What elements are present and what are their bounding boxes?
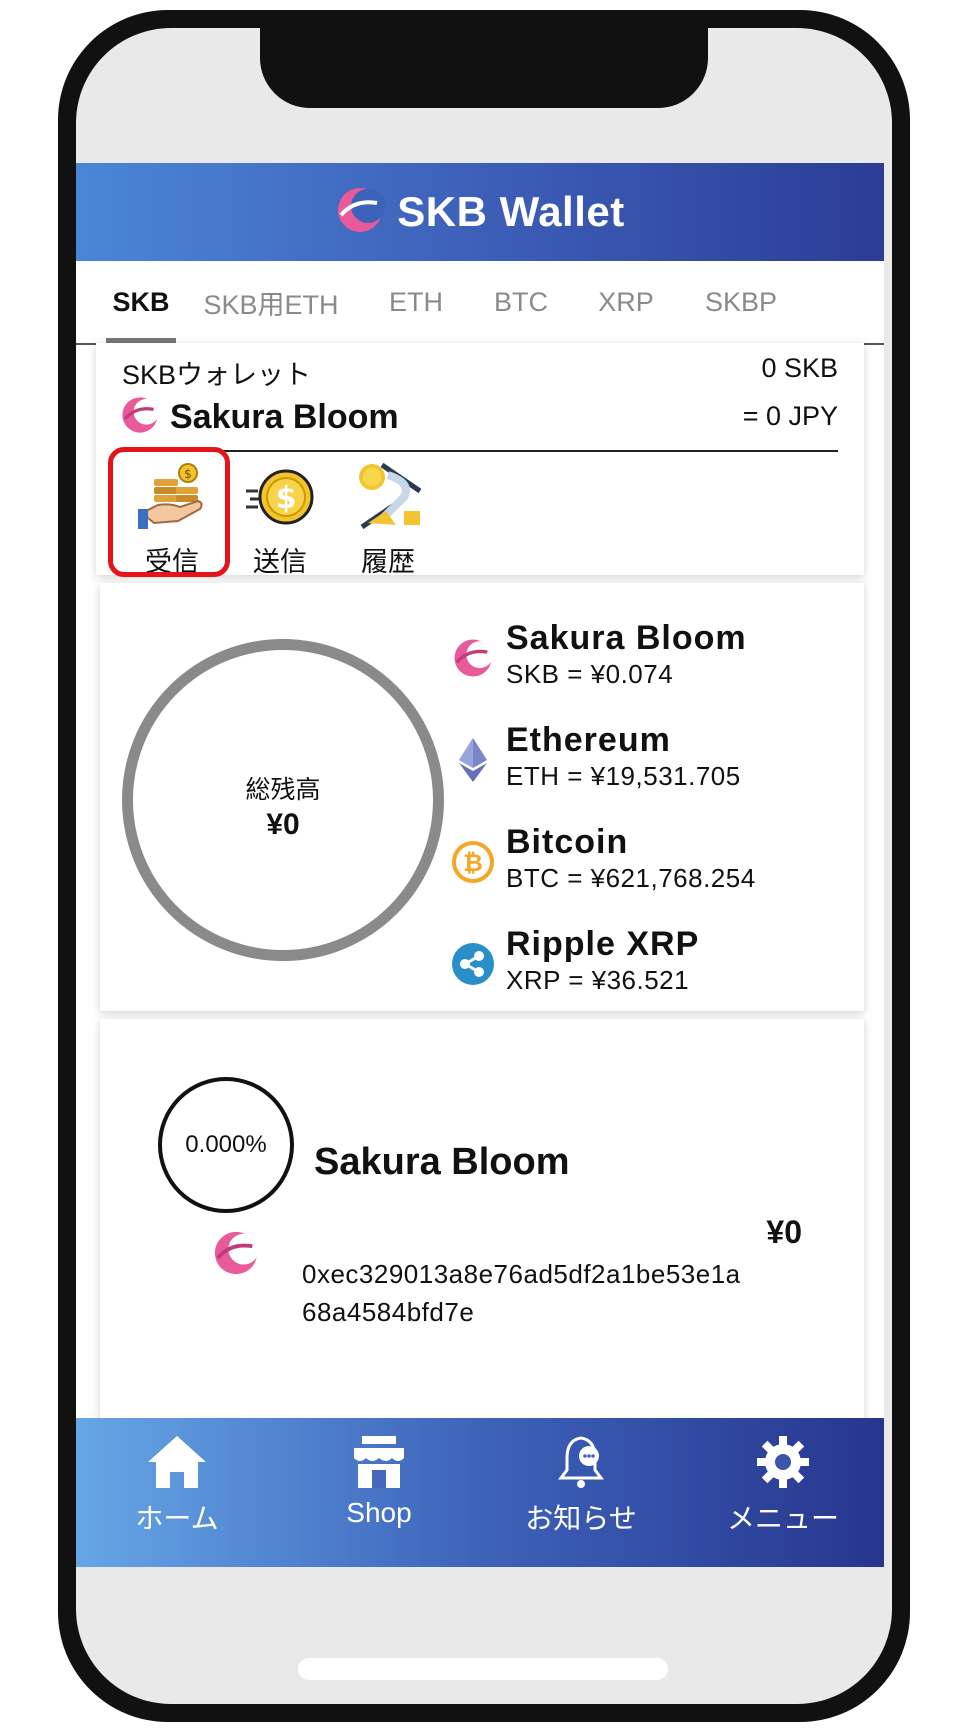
asset-percent-ring: 0.000% — [158, 1077, 294, 1213]
app-header: SKB Wallet — [76, 163, 884, 261]
bell-icon — [553, 1434, 609, 1495]
coin-ripple: Ripple XRP XRP = ¥36.521 — [450, 925, 860, 1027]
bitcoin-icon: ₿ — [450, 839, 496, 885]
svg-text:$: $ — [276, 481, 297, 516]
highlight-box — [108, 447, 230, 577]
wallet-jpy-value: = 0 JPY — [742, 401, 838, 431]
wallet-name-row: Sakura Bloom — [120, 395, 399, 440]
wallet-label: SKBウォレット — [122, 360, 312, 390]
tab-skb-eth[interactable]: SKB用ETH — [203, 289, 339, 320]
ripple-icon — [450, 941, 496, 987]
coin-name: Ethereum — [506, 721, 671, 759]
coin-tabs: SKB SKB用ETH ETH BTC XRP SKBP — [76, 261, 884, 345]
coin-bitcoin: ₿ Bitcoin BTC = ¥621,768.254 — [450, 823, 860, 925]
nav-home[interactable]: ホーム — [76, 1418, 278, 1567]
receive-coins-icon: $ — [136, 461, 208, 538]
tab-skbp[interactable]: SKBP — [704, 286, 778, 317]
gear-icon — [755, 1434, 811, 1495]
total-balance: 総残高 ¥0 — [133, 770, 433, 842]
bottom-nav: ホーム Shop — [76, 1418, 884, 1567]
send-coin-icon: $ — [244, 461, 316, 538]
total-balance-ring: 総残高 ¥0 — [122, 639, 444, 961]
tab-eth[interactable]: ETH — [389, 286, 443, 317]
history-button[interactable]: 履歴 — [334, 461, 442, 579]
coin-rate: SKB = ¥0.074 — [506, 659, 674, 689]
history-label: 履歴 — [361, 547, 415, 577]
app-screen: SKB Wallet SKB SKB用ETH ETH BTC XRP SKBP … — [76, 163, 884, 1567]
tab-btc[interactable]: BTC — [494, 286, 548, 317]
shop-icon — [350, 1434, 408, 1495]
total-balance-value: ¥0 — [266, 808, 300, 841]
coin-name: Sakura Bloom — [506, 619, 747, 657]
asset-value: ¥0 — [766, 1214, 802, 1250]
balance-card: 総残高 ¥0 Sakura Bloom SKB = ¥0.074 — [100, 583, 864, 1011]
send-label: 送信 — [253, 547, 307, 577]
wallet-name: Sakura Bloom — [170, 398, 399, 436]
divider — [122, 450, 838, 452]
app-title: SKB Wallet — [397, 188, 625, 235]
phone-notch — [260, 28, 708, 108]
sakura-bloom-logo-icon — [212, 1229, 260, 1282]
home-indicator[interactable] — [298, 1658, 668, 1680]
asset-name: Sakura Bloom — [314, 1141, 570, 1183]
wallet-actions: $ 受信 — [108, 447, 442, 579]
tab-xrp[interactable]: XRP — [598, 286, 654, 317]
svg-text:₿: ₿ — [463, 849, 483, 877]
coin-rate-list: Sakura Bloom SKB = ¥0.074 Ethereum ETH =… — [450, 619, 860, 1027]
svg-text:$: $ — [184, 467, 192, 481]
receive-button[interactable]: $ 受信 — [108, 447, 230, 579]
wallet-address: 0xec329013a8e76ad5df2a1be53e1a68a4584bfd… — [302, 1259, 741, 1327]
sakura-bloom-logo-icon — [450, 635, 496, 681]
coin-name: Ripple XRP — [506, 925, 700, 963]
sakura-bloom-logo-icon — [335, 185, 386, 240]
sakura-bloom-logo-icon — [120, 395, 160, 440]
wallet-amount: 0 SKB — [761, 353, 838, 383]
coin-ethereum: Ethereum ETH = ¥19,531.705 — [450, 721, 860, 823]
history-hourglass-icon — [352, 461, 424, 538]
total-balance-label: 総残高 — [245, 776, 321, 804]
coin-rate: XRP = ¥36.521 — [506, 965, 690, 995]
coin-name: Bitcoin — [506, 823, 629, 861]
ethereum-icon — [450, 737, 496, 783]
wallet-card: SKBウォレット 0 SKB Sakura Bloom = 0 JPY $ — [96, 343, 864, 577]
tab-skb[interactable]: SKB — [76, 261, 176, 343]
nav-notifications[interactable]: お知らせ — [480, 1418, 682, 1567]
coin-rate: BTC = ¥621,768.254 — [506, 863, 756, 893]
home-icon — [146, 1434, 208, 1495]
nav-menu[interactable]: メニュー — [682, 1418, 884, 1567]
send-button[interactable]: $ 送信 — [226, 461, 334, 579]
nav-shop[interactable]: Shop — [278, 1418, 480, 1567]
coin-sakura-bloom: Sakura Bloom SKB = ¥0.074 — [450, 619, 860, 721]
coin-rate: ETH = ¥19,531.705 — [506, 761, 741, 791]
